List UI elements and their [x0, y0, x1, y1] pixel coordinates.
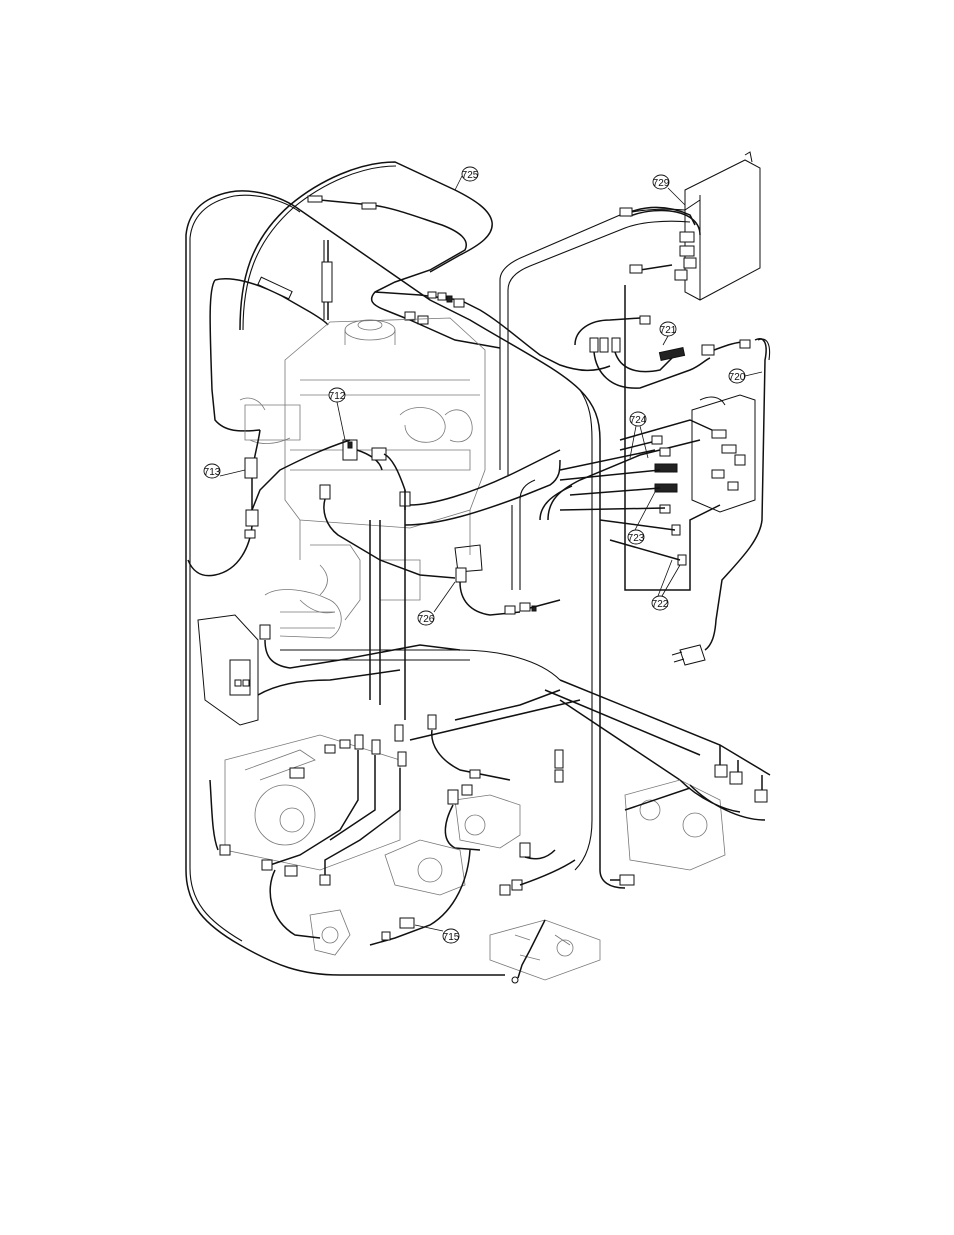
callout-724-label: 724 [630, 415, 647, 426]
callout-721: 721 [660, 322, 677, 345]
callout-715-label: 715 [443, 932, 460, 943]
callout-722: 722 [652, 560, 680, 610]
callout-720-label: 720 [729, 372, 746, 383]
callout-713-label: 713 [204, 467, 221, 478]
sensor-713 [188, 430, 260, 576]
callout-729: 729 [653, 175, 685, 205]
callout-712-label: 712 [329, 391, 346, 402]
pcb-board [560, 395, 755, 565]
blower [210, 735, 400, 870]
callout-712: 712 [329, 388, 346, 440]
base-plate [490, 920, 600, 983]
callout-725-label: 725 [462, 170, 479, 181]
callout-721-label: 721 [660, 325, 677, 336]
sensor-712 [252, 440, 455, 578]
harness-upper-right [375, 292, 610, 370]
harness-middle [280, 490, 770, 780]
connector-726 [455, 545, 560, 615]
heat-exchanger [240, 318, 485, 638]
valve-assembly-right [555, 745, 767, 885]
junction-box-left [198, 615, 460, 725]
callout-726-label: 726 [418, 614, 435, 625]
gas-valve [445, 785, 555, 859]
callout-726: 726 [418, 582, 455, 625]
callout-722-label: 722 [652, 599, 669, 610]
callout-729-label: 729 [653, 178, 670, 189]
callout-720: 720 [729, 369, 762, 383]
callout-723: 723 [628, 492, 655, 544]
callout-713: 713 [204, 464, 245, 478]
harness-center-right [405, 209, 700, 590]
callout-723-label: 723 [628, 533, 645, 544]
callout-725: 725 [455, 167, 479, 190]
